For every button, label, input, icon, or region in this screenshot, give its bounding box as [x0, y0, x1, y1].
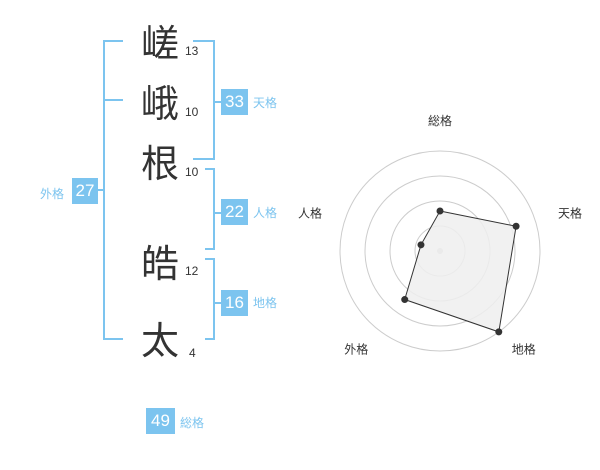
soukaku-label: 総格	[180, 416, 205, 430]
chikaku-bracket-top	[205, 258, 215, 260]
tenkaku-bracket-bottom	[193, 158, 215, 160]
chikaku-label: 地格	[253, 296, 278, 310]
radar-series-polygon	[404, 210, 517, 333]
soukaku-value: 49	[146, 408, 175, 434]
chikaku-bracket-bottom	[205, 338, 215, 340]
radar-axis-label-1: 総格	[428, 113, 452, 128]
jinkaku-bracket-arm	[213, 212, 221, 214]
chikaku-value: 16	[221, 290, 248, 316]
name-char-1: 嵯	[141, 22, 180, 66]
jinkaku-bracket-top	[205, 168, 215, 170]
stroke-count-4: 12	[185, 264, 199, 278]
gaikaku-bracket-mid	[103, 99, 123, 101]
radar-point-1	[436, 207, 444, 215]
radar-axis-label-5: 人格	[298, 205, 322, 220]
stroke-count-5: 4	[189, 346, 196, 360]
radar-axis-label-3: 地格	[512, 342, 536, 357]
stroke-count-3: 10	[185, 165, 199, 179]
name-char-3: 根	[141, 142, 180, 186]
radar-point-2	[512, 222, 520, 230]
jinkaku-value: 22	[221, 199, 248, 225]
tenkaku-bracket-top	[193, 40, 215, 42]
gaikaku-bracket-arm	[98, 189, 105, 191]
tenkaku-bracket-arm	[213, 101, 221, 103]
jinkaku-label: 人格	[253, 206, 278, 220]
jinkaku-bracket-bottom	[205, 248, 215, 250]
radar-series	[401, 207, 520, 336]
tenkaku-label: 天格	[253, 96, 278, 110]
radar-point-3	[495, 328, 503, 336]
stroke-count-2: 10	[185, 105, 199, 119]
gaikaku-bracket-bottom	[103, 338, 123, 340]
name-char-4: 皓	[141, 242, 180, 286]
gaikaku-value: 27	[72, 178, 98, 204]
gaikaku-label: 外格	[40, 187, 65, 201]
radar-point-4	[401, 296, 409, 304]
chikaku-bracket-arm	[213, 302, 221, 304]
name-char-5: 太	[141, 319, 180, 363]
gaikaku-bracket-top	[103, 40, 123, 42]
radar-ring-4	[339, 150, 541, 352]
tenkaku-bracket-vertical	[213, 40, 215, 160]
stroke-count-1: 13	[185, 44, 199, 58]
chikaku-bracket-vertical	[213, 258, 215, 340]
jinkaku-bracket-vertical	[213, 168, 215, 250]
tenkaku-value: 33	[221, 89, 248, 115]
name-char-2: 峨	[141, 82, 180, 126]
radar-axis-label-4: 外格	[344, 342, 368, 357]
radar-axis-label-2: 天格	[558, 205, 582, 220]
radar-ring-3	[364, 175, 516, 327]
radar-point-5	[417, 241, 425, 249]
